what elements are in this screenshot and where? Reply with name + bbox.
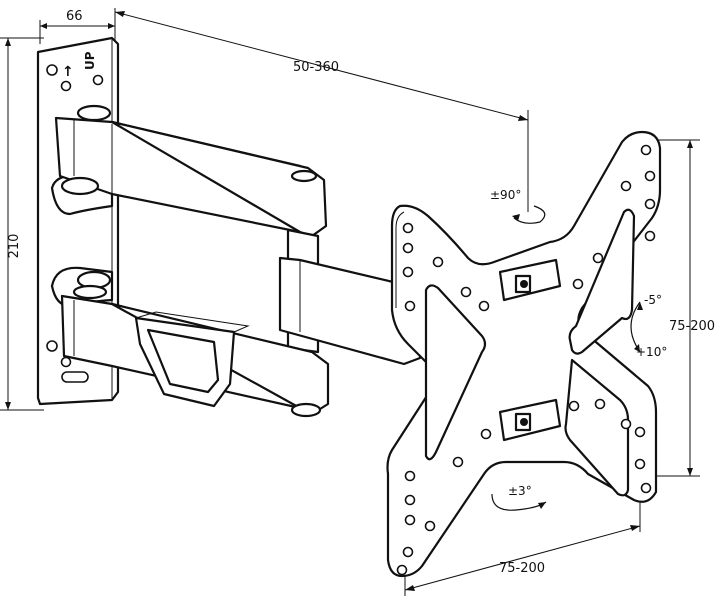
tilt-up-label: +10° <box>636 345 667 359</box>
rotation-indicator: ±3° <box>491 484 547 511</box>
dimension-75-200-horizontal: 75-200 <box>404 500 641 596</box>
up-marking: UP <box>83 51 97 70</box>
dimension-75-200-horizontal-label: 75-200 <box>499 561 545 576</box>
dimension-50-360-label: 50-360 <box>293 60 339 75</box>
swivel-indicator: ±90° <box>490 188 546 224</box>
dimension-75-200-vertical-label: 75-200 <box>669 319 715 334</box>
dimension-75-200-vertical: 75-200 <box>648 139 715 477</box>
dimension-66: 66 <box>39 8 116 44</box>
tilt-indicator: -5° +10° <box>630 293 667 359</box>
dimension-66-label: 66 <box>66 9 83 24</box>
vesa-plate <box>386 130 662 578</box>
rotation-angle-label: ±3° <box>508 484 532 498</box>
dimension-210: 210 <box>0 37 44 411</box>
tilt-down-label: -5° <box>644 293 662 307</box>
dimension-50-360: 50-360 <box>114 11 529 212</box>
lower-arm <box>60 270 330 418</box>
up-arrow-icon: ↑ <box>62 64 74 80</box>
upper-arm <box>54 104 328 238</box>
swivel-angle-label: ±90° <box>490 188 521 202</box>
dimension-210-label: 210 <box>7 234 22 259</box>
